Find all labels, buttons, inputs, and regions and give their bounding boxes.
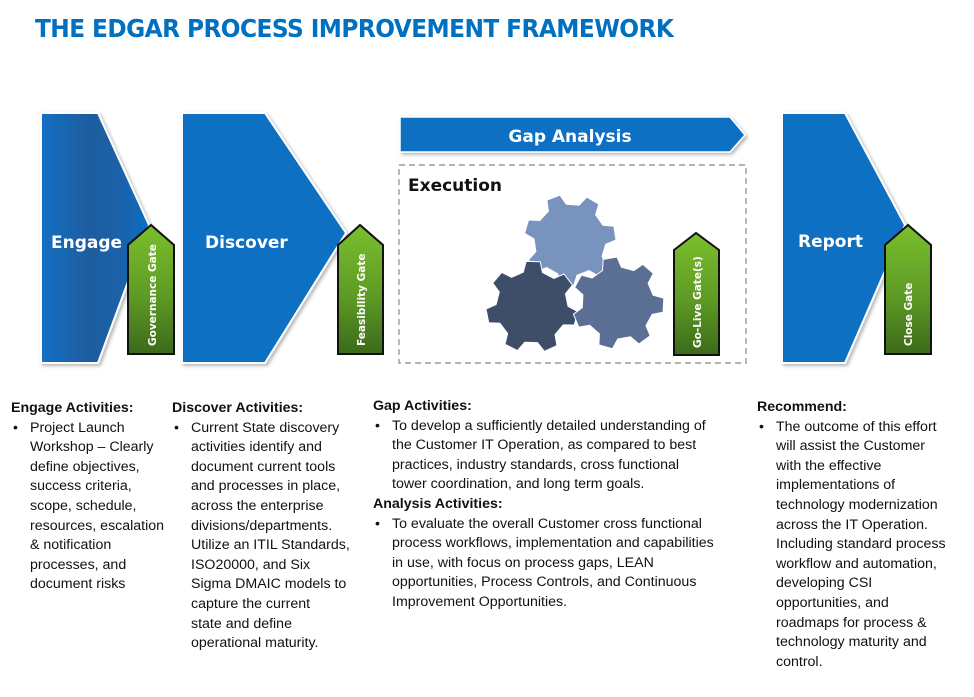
text-line: Current State discovery bbox=[191, 419, 340, 436]
gap-activities-heading: Gap Activities: bbox=[373, 398, 472, 414]
text-line: technology modernization bbox=[776, 496, 938, 513]
stage-discover[interactable]: Discover bbox=[181, 112, 348, 364]
execution-label: Execution bbox=[408, 176, 502, 196]
gap-activities: Gap Activities: To develop a sufficientl… bbox=[373, 397, 743, 613]
recommend-heading: Recommend: bbox=[757, 399, 847, 415]
gear-icon-left bbox=[485, 260, 579, 352]
text-line: workflow and automation, bbox=[776, 555, 937, 572]
text-line: Utilize an ITIL Standards, bbox=[191, 537, 350, 554]
text-line: process workflows, implementation and ca… bbox=[392, 535, 714, 552]
gears-group bbox=[485, 194, 665, 352]
gate-close-label: Close Gate bbox=[903, 283, 915, 346]
text-line: & notification bbox=[30, 537, 112, 554]
stage-engage[interactable]: Engage bbox=[40, 112, 151, 364]
stage-report[interactable]: Report bbox=[781, 112, 907, 364]
stage-report-label: Report bbox=[798, 232, 863, 252]
gate-go-live-label: Go-Live Gate(s) bbox=[692, 256, 704, 348]
framework-diagram: Engage Governance Gate Discover Feasibil… bbox=[40, 112, 932, 364]
gate-governance-label: Governance Gate bbox=[147, 244, 159, 346]
text-line: Project Launch bbox=[30, 419, 125, 436]
text-line: ISO20000, and Six bbox=[191, 556, 311, 573]
gear-icon-right bbox=[572, 256, 665, 350]
text-line: will assist the Customer bbox=[776, 438, 926, 455]
text-line: opportunities, and bbox=[776, 594, 889, 611]
text-line: operational maturity. bbox=[191, 635, 319, 652]
text-line: tower coordination, and long term goals. bbox=[392, 476, 645, 493]
text-line: Improvement Opportunities. bbox=[392, 593, 568, 610]
text-line: developing CSI bbox=[776, 575, 873, 592]
analysis-activities-heading: Analysis Activities: bbox=[373, 495, 503, 512]
text-line: scope, schedule, bbox=[30, 497, 137, 514]
text-line: resources, escalation bbox=[30, 517, 165, 534]
text-line: the Customer IT Operation, as compared t… bbox=[392, 437, 697, 454]
stage-discover-label: Discover bbox=[205, 233, 288, 253]
engage-activities: Engage Activities: Project LaunchWorksho… bbox=[11, 399, 171, 595]
text-line: across the IT Operation. bbox=[776, 516, 928, 533]
gate-feasibility[interactable]: Feasibility Gate bbox=[337, 223, 384, 355]
recommend-activities: Recommend: The outcome of this effort wil… bbox=[757, 398, 972, 672]
text-line: activities identify and bbox=[191, 439, 322, 456]
text-line: document risks bbox=[30, 576, 126, 593]
text-line: in use, with focus on process gaps, LEAN bbox=[392, 554, 654, 571]
text-line: success criteria, bbox=[30, 478, 132, 495]
discover-activities-heading: Discover Activities: bbox=[172, 400, 304, 416]
recommend-item: The outcome of this effort will assist th… bbox=[757, 418, 972, 673]
text-line: opportunities, Process Controls, and Con… bbox=[392, 574, 697, 591]
discover-activities: Discover Activities: Current State disco… bbox=[172, 399, 362, 654]
stage-engage-label: Engage bbox=[51, 233, 122, 253]
engage-activities-heading: Engage Activities: bbox=[11, 400, 134, 416]
text-line: define objectives, bbox=[30, 458, 140, 475]
execution-panel: Execution bbox=[398, 164, 747, 364]
text-line: state and define bbox=[191, 615, 292, 632]
text-line: implementations of bbox=[776, 477, 896, 494]
text-line: roadmaps for process & bbox=[776, 614, 927, 631]
text-line: Including standard process bbox=[776, 536, 946, 553]
gate-go-live[interactable]: Go-Live Gate(s) bbox=[673, 231, 720, 356]
stage-gap-analysis-label: Gap Analysis bbox=[508, 127, 631, 147]
text-line: Workshop – Clearly bbox=[30, 439, 154, 456]
analysis-activity-item: To evaluate the overall Customer cross f… bbox=[373, 515, 743, 613]
stage-gap-analysis[interactable]: Gap Analysis bbox=[399, 116, 746, 153]
text-line: and processes in place, bbox=[191, 478, 341, 495]
text-line: To evaluate the overall Customer cross f… bbox=[392, 515, 702, 532]
text-line: control. bbox=[776, 653, 823, 670]
text-line: divisions/departments. bbox=[191, 517, 333, 534]
text-line: The outcome of this effort bbox=[776, 418, 937, 435]
text-line: Sigma DMAIC models to bbox=[191, 576, 347, 593]
text-line: To develop a sufficiently detailed under… bbox=[392, 417, 706, 434]
gate-feasibility-label: Feasibility Gate bbox=[356, 254, 368, 346]
text-line: processes, and bbox=[30, 556, 127, 573]
text-line: with the effective bbox=[776, 457, 882, 474]
text-line: document current tools bbox=[191, 458, 336, 475]
text-line: technology maturity and bbox=[776, 634, 927, 651]
text-line: practices, industry standards, cross fun… bbox=[392, 456, 680, 473]
gate-governance[interactable]: Governance Gate bbox=[127, 223, 175, 355]
page-title: THE EDGAR PROCESS IMPROVEMENT FRAMEWORK bbox=[35, 14, 674, 43]
text-line: across the enterprise bbox=[191, 497, 324, 514]
text-line: capture the current bbox=[191, 595, 311, 612]
gap-activity-item: To develop a sufficiently detailed under… bbox=[373, 417, 743, 495]
discover-activity-item: Current State discovery activities identi… bbox=[172, 419, 362, 654]
gate-close[interactable]: Close Gate bbox=[884, 223, 932, 355]
